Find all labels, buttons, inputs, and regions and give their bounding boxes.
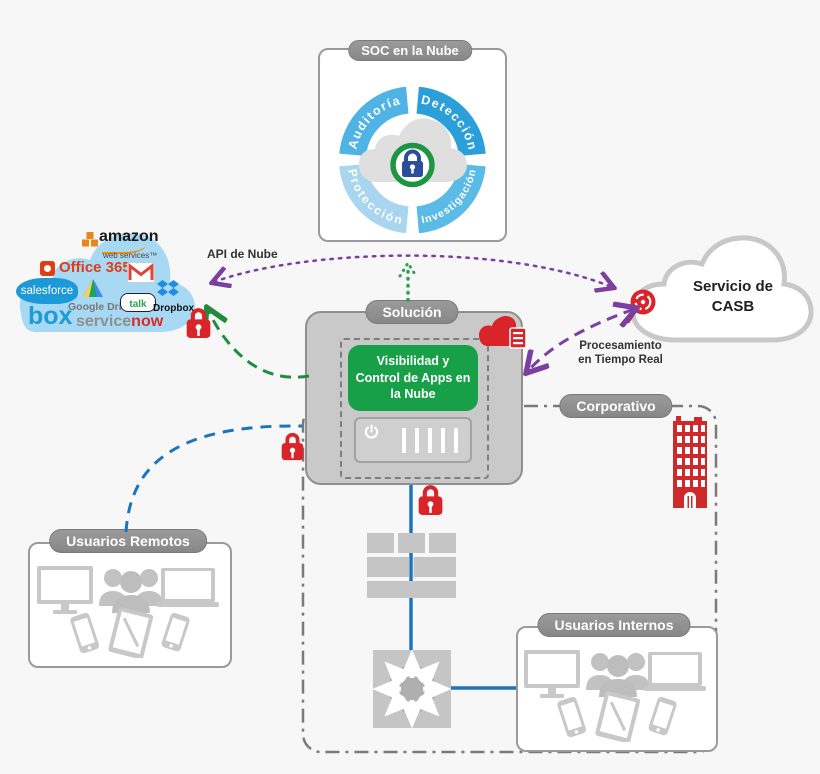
cloud-apps-group: amazon web services™ Office 365 salesfor… (2, 220, 214, 348)
box-label: box (28, 302, 73, 330)
tablet-icon (595, 691, 641, 742)
router-icon (373, 650, 451, 728)
processing-label: Procesamiento en Tiempo Real (548, 339, 693, 368)
gdrive-icon (83, 279, 103, 297)
dropbox-icon (157, 280, 179, 296)
dropbox-logo: Dropbox (153, 303, 194, 314)
processing-text-line2: en Tiempo Real (578, 354, 663, 367)
remote-users-title: Usuarios Remotos (49, 529, 207, 553)
soc-title: SOC en la Nube (348, 40, 472, 61)
servicenow-label-red: now (131, 313, 164, 330)
power-icon (364, 424, 379, 439)
soc-ring: Auditoría Detección Protección Investiga… (339, 86, 486, 234)
solution-title: Solución (365, 300, 459, 324)
casb-title: Servicio de CASB (668, 277, 798, 318)
gdrive-label: Google Drive (68, 301, 134, 313)
talk-bubble-icon: talk (120, 293, 156, 312)
users-group-icon (586, 653, 650, 697)
solution-inner-dashed-border (340, 338, 489, 479)
casb-title-line1: Servicio de (692, 278, 774, 295)
phone-icon (161, 612, 190, 652)
users-group-icon (99, 569, 163, 613)
segment-deteccion (415, 86, 486, 157)
soc-title-label: SOC en la Nube (361, 43, 459, 58)
solution-left-lock-icon (281, 432, 304, 461)
apps-cloud-lock-icon (186, 308, 211, 338)
remote-devices-icons (37, 566, 219, 658)
aws-logo-text: amazon (99, 228, 159, 245)
office-logo: Office 365 (59, 259, 131, 276)
internal-devices-icons (524, 650, 706, 742)
gateway-lock-icon (418, 485, 443, 515)
office-icon (40, 261, 55, 276)
aws-sub-label: web services™ (103, 251, 158, 260)
remote-users-label: Usuarios Remotos (66, 533, 190, 549)
casb-title-line2: CASB (711, 298, 755, 316)
segment-proteccion (339, 163, 410, 234)
red-cloud-appliance-icon (479, 316, 527, 349)
monitor-icon (37, 566, 93, 614)
appliance-slots (402, 428, 458, 453)
building-icon (673, 416, 707, 508)
api-nube-label: API de Nube (207, 247, 278, 261)
internal-users-title: Usuarios Internos (537, 613, 691, 637)
aws-smile-icon (102, 244, 146, 254)
solution-box: Visibilidad y Control de Apps en la Nube (305, 311, 527, 485)
monitor-icon (524, 650, 580, 698)
firewall-icon (367, 533, 456, 598)
box-logo: box (28, 302, 72, 331)
phone-icon (557, 696, 587, 738)
soc-lock-icon (390, 142, 435, 188)
corporate-zone-title: Corporativo (559, 394, 673, 418)
segment-auditoria (339, 86, 410, 157)
solution-panel-label: Visibilidad y Control de Apps en la Nube (355, 353, 471, 402)
soc-box: Auditoría Detección Protección Investiga… (318, 48, 507, 242)
laptop-icon (644, 652, 706, 691)
phone-icon (648, 696, 677, 736)
segment-investigacion (415, 163, 486, 234)
appliance-icon (354, 417, 472, 463)
corporate-zone-label: Corporativo (576, 398, 656, 414)
gdrive-logo: Google Drive (68, 301, 133, 313)
phone-icon (70, 612, 100, 654)
office-label: Office 365 (59, 259, 131, 276)
aws-sub-text: web services™ (103, 251, 157, 260)
solution-title-label: Solución (382, 304, 442, 320)
talk-label: talk (129, 299, 147, 310)
processing-text-line1: Procesamiento (579, 340, 662, 352)
salesforce-label: salesforce (20, 285, 74, 297)
servicenow-label-gray: service (76, 313, 132, 330)
gmail-icon (127, 262, 155, 283)
dropbox-label: Dropbox (153, 303, 195, 314)
tablet-icon (108, 607, 154, 658)
aws-cubes-icon (82, 232, 98, 247)
solution-panel: Visibilidad y Control de Apps en la Nube (348, 345, 478, 411)
salesforce-icon: salesforce (16, 278, 78, 304)
laptop-icon (157, 568, 219, 607)
servicenow-logo: servicenow (76, 313, 163, 331)
api-nube-text: API de Nube (207, 247, 278, 261)
internal-users-label: Usuarios Internos (554, 617, 674, 633)
casb-magnifier-icon (625, 289, 656, 324)
aws-logo: amazon (99, 228, 159, 246)
